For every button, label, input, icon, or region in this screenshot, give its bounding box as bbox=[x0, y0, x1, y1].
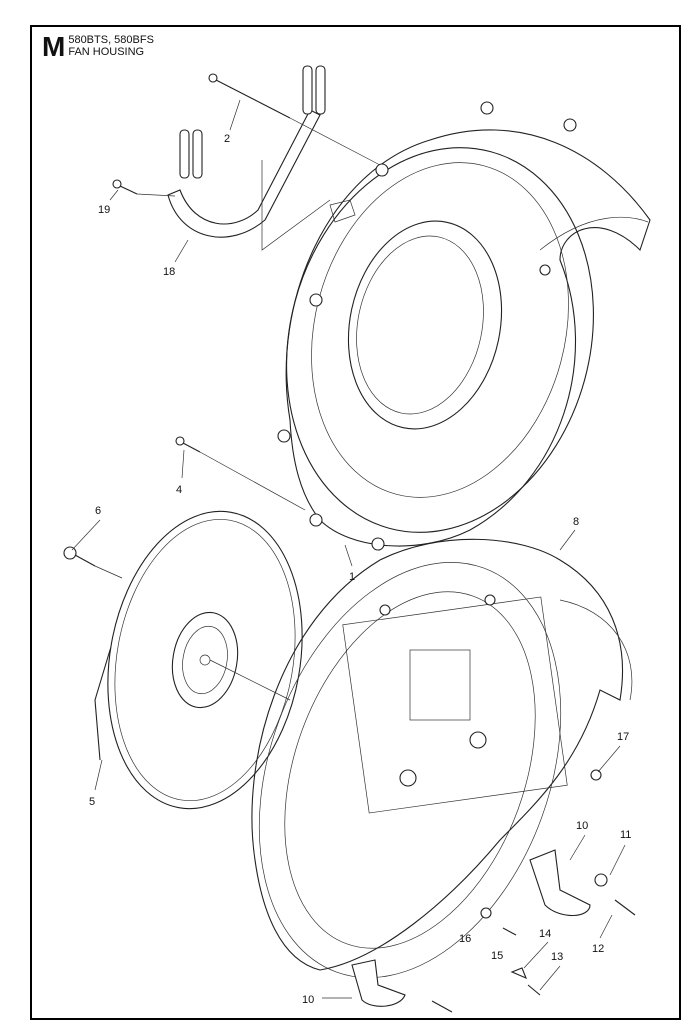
leader-lines bbox=[71, 99, 626, 999]
callout-10-bottom: 10 bbox=[302, 994, 314, 1006]
callout-8: 8 bbox=[573, 516, 579, 528]
callout-1: 1 bbox=[349, 571, 355, 583]
diagram-frame bbox=[30, 25, 681, 1020]
callout-16: 16 bbox=[459, 933, 471, 945]
diagram-header: M 580BTS, 580BFS FAN HOUSING bbox=[42, 31, 154, 62]
screws bbox=[63, 73, 381, 579]
callout-6: 6 bbox=[95, 505, 101, 517]
callout-5: 5 bbox=[89, 796, 95, 808]
callout-labels: 2 19 18 4 6 1 8 5 17 10 11 12 16 15 14 1… bbox=[89, 133, 631, 1006]
model-numbers: 580BTS, 580BFS bbox=[68, 34, 154, 46]
callout-17: 17 bbox=[617, 731, 629, 743]
small-parts bbox=[351, 769, 636, 1013]
callout-12: 12 bbox=[592, 943, 604, 955]
callout-19: 19 bbox=[98, 204, 110, 216]
part-5-fan-impeller bbox=[94, 510, 303, 810]
callout-2: 2 bbox=[224, 133, 230, 145]
callout-18: 18 bbox=[163, 266, 175, 278]
part-1-fan-housing-cover bbox=[277, 101, 651, 551]
diagram-title: FAN HOUSING bbox=[68, 46, 145, 58]
part-18-handle-bracket bbox=[167, 65, 331, 251]
part-8-rear-fan-housing bbox=[251, 538, 633, 978]
callout-14: 14 bbox=[539, 928, 551, 940]
callout-4: 4 bbox=[176, 484, 182, 496]
callout-11: 11 bbox=[620, 829, 631, 841]
callout-10-right: 10 bbox=[576, 820, 588, 832]
callout-15: 15 bbox=[491, 950, 503, 962]
callout-13: 13 bbox=[551, 951, 563, 963]
section-letter: M bbox=[42, 31, 66, 62]
